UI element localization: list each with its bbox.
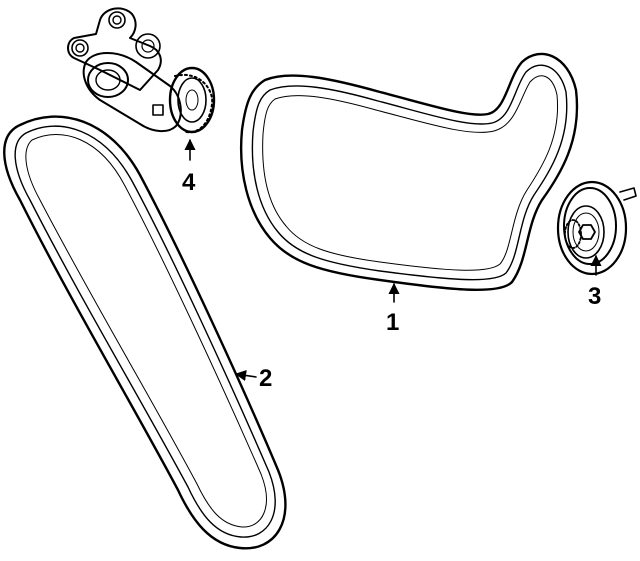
belt-tensioner-assembly [67, 7, 216, 134]
callout-3-label: 3 [588, 283, 601, 310]
callout-1: 1 [386, 282, 400, 336]
idler-pulley [556, 180, 637, 276]
callout-2: 2 [234, 365, 272, 392]
callout-2-label: 2 [259, 365, 272, 392]
callout-1-label: 1 [386, 309, 399, 336]
accessory-belt [239, 52, 579, 292]
callout-4: 4 [182, 138, 196, 196]
serpentine-belt-long [3, 115, 287, 550]
callout-3: 3 [588, 254, 602, 310]
callout-4-label: 4 [182, 169, 196, 196]
